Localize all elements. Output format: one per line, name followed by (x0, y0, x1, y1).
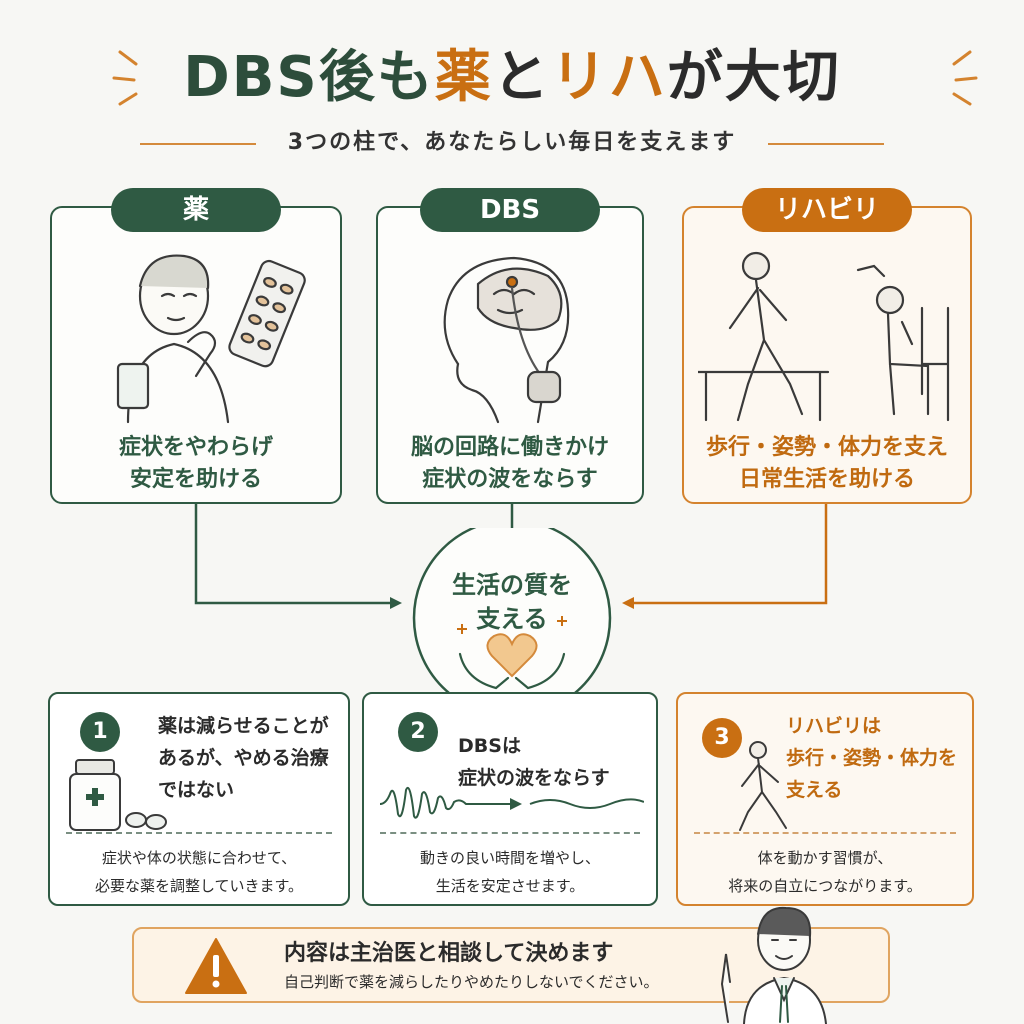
point-card-1: 1 薬は減らせることが あるが、やめる治療 ではない 症状や体の状態に合わせて、… (48, 692, 350, 906)
walking-person-icon (739, 741, 787, 831)
center-text: 生活の質を 支える (412, 568, 612, 636)
heart-in-hands-icon (457, 616, 567, 690)
point-card-3: 3 リハビリは 歩行・姿勢・体力を 支える 体を動かす習慣が、 将来の自立につな… (676, 692, 974, 906)
point-divider-2 (380, 832, 640, 834)
page-title: DBS後も薬とリハが大切 (0, 42, 1024, 114)
point-head-2-line1: DBSは (458, 735, 521, 757)
point-head-3-line3: 支える (786, 779, 843, 801)
point-foot-3-line2: 将来の自立につながります。 (728, 877, 922, 895)
warning-icon (185, 938, 247, 994)
title-part4: リハ (550, 45, 667, 110)
point-head-2: DBSは 症状の波をならす (458, 730, 610, 794)
subtitle-rule-right (768, 143, 884, 145)
point-foot-3-line1: 体を動かす習慣が、 (757, 849, 893, 867)
pillar-text-dbs-2: 症状の波をならす (422, 467, 598, 492)
point-foot-2-line1: 動きの良い時間を増やし、 (419, 849, 600, 867)
spark-right-icon (952, 50, 978, 106)
walking-and-stretching-icon (698, 251, 950, 422)
pillar-label-rehab: リハビリ (742, 188, 912, 232)
point-head-3-line1: リハビリは (786, 715, 882, 737)
point-number-1: 1 (80, 712, 120, 752)
wave-smoothing-icon (380, 786, 644, 819)
point-head-1: 薬は減らせることが あるが、やめる治療 ではない (158, 710, 329, 806)
brain-implant-icon (443, 256, 570, 424)
point-divider-1 (66, 832, 332, 834)
center-circle-outline (412, 528, 612, 698)
point-head-1-line1: 薬は減らせることが (158, 715, 329, 737)
point-number-2: 2 (398, 712, 438, 752)
warning-title: 内容は主治医と相談して決めます (284, 941, 614, 966)
subtitle-rule-left (140, 143, 256, 145)
pillar-label-dbs: DBS (420, 188, 600, 232)
point-foot-2: 動きの良い時間を増やし、 生活を安定させます。 (364, 844, 656, 900)
point-foot-1: 症状や体の状態に合わせて、 必要な薬を調整していきます。 (50, 844, 348, 900)
pillar-label-medicine: 薬 (111, 188, 281, 232)
doctor-icon (720, 906, 827, 1024)
warning-subtext: 自己判断で薬を減らしたりやめたりしないでください。 (284, 973, 659, 991)
center-text-line1: 生活の質を (452, 571, 572, 599)
pillar-text-rehab-2: 日常生活を助ける (738, 467, 915, 492)
subtitle-row: 3つの柱で、あなたらしい毎日を支えます (140, 128, 884, 158)
point-foot-3: 体を動かす習慣が、 将来の自立につながります。 (678, 844, 972, 900)
title-part3: と (492, 45, 551, 110)
man-taking-pill-icon (116, 254, 306, 424)
point-card-2: 2 DBSは 症状の波をならす 動きの良い時間を増やし、 生活を安定させます。 (362, 692, 658, 906)
pillar-card-rehab: リハビリ 歩行・姿勢・体力を支え 日常生活を助ける (682, 188, 972, 504)
point-head-1-line2: あるが、やめる治療 (158, 747, 329, 769)
point-foot-2-line2: 生活を安定させます。 (435, 877, 585, 895)
title-part1: DBS後も (183, 45, 435, 110)
point-foot-1-line2: 必要な薬を調整していきます。 (94, 877, 304, 895)
point-head-3: リハビリは 歩行・姿勢・体力を 支える (786, 710, 957, 806)
point-head-1-line3: ではない (158, 779, 235, 801)
pillar-text-medicine-1: 症状をやわらげ (118, 435, 273, 460)
center-quality-of-life: 生活の質を 支える (412, 528, 612, 698)
point-number-3: 3 (702, 718, 742, 758)
pillar-text-medicine-2: 安定を助ける (129, 467, 262, 492)
pillar-card-medicine: 薬 症状をやわらげ 安定を助ける (50, 188, 342, 504)
title-part5: が大切 (666, 45, 841, 110)
pillar-text-dbs-1: 脳の回路に働きかけ (410, 435, 609, 460)
point-divider-3 (694, 832, 956, 834)
center-text-line2: 支える (476, 605, 548, 633)
point-head-3-line2: 歩行・姿勢・体力を (786, 747, 958, 769)
spark-left-icon (112, 50, 138, 106)
point-foot-1-line1: 症状や体の状態に合わせて、 (101, 849, 297, 867)
pillar-card-dbs: DBS 脳の回路に働きかけ 症状の波をならす (376, 188, 644, 504)
subtitle: 3つの柱で、あなたらしい毎日を支えます (287, 130, 737, 155)
medicine-bottle-icon (69, 759, 167, 831)
pillar-text-rehab-1: 歩行・姿勢・体力を支え (705, 435, 948, 460)
point-head-2-line2: 症状の波をならす (458, 767, 610, 789)
title-part2: 薬 (434, 45, 493, 110)
